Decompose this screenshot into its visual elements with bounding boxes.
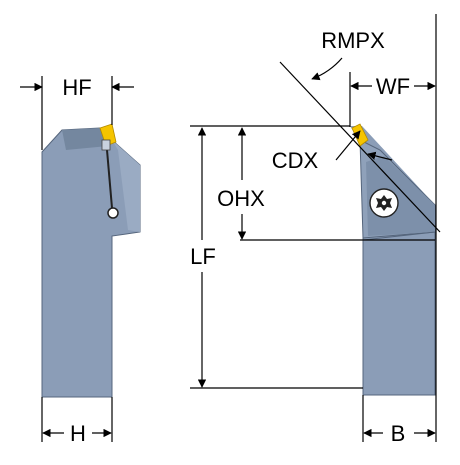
front-view-clamp-line [362, 231, 436, 241]
b-label: B [391, 421, 406, 446]
side-view-pin-ball [107, 207, 119, 219]
h-label: H [70, 421, 86, 446]
side-view [41, 123, 141, 398]
ohx-label: OHX [217, 186, 265, 211]
lf-label: LF [190, 244, 216, 269]
b-dimension: B [362, 395, 436, 446]
lf-dimension: LF [190, 127, 363, 389]
ohx-dimension: OHX [217, 127, 265, 240]
wf-label: WF [376, 74, 410, 99]
hf-dimension: HF [20, 75, 134, 150]
side-view-clamp [62, 128, 112, 150]
front-view-shank [362, 231, 436, 396]
rmpx-label: RMPX [321, 28, 385, 53]
cdx-dimension: CDX [190, 125, 435, 241]
h-dimension: H [41, 397, 113, 446]
cdx-label: CDX [272, 148, 319, 173]
torx-screw-icon [369, 188, 399, 218]
hf-label: HF [62, 75, 91, 100]
side-view-clamp-face [112, 140, 140, 232]
side-view-pin-block [101, 139, 111, 151]
side-view-pin-rod [106, 149, 113, 209]
front-view [350, 123, 436, 396]
rmpx-dimension: RMPX [279, 28, 441, 233]
wf-dimension: WF [349, 14, 437, 442]
